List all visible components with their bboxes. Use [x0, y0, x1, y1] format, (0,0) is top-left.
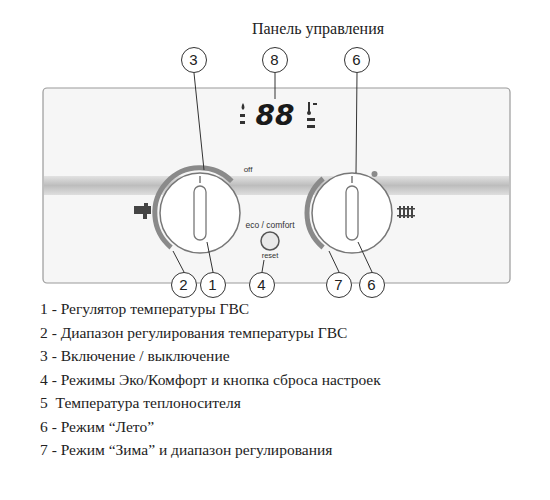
display-mark: [240, 121, 245, 124]
legend-line: 1 - Регулятор температуры ГВС: [40, 300, 249, 318]
callout-number: 7: [334, 276, 342, 293]
knob-grip: [194, 186, 206, 240]
radiator-icon: [397, 206, 415, 218]
callout-number: 3: [189, 51, 197, 68]
legend-line: 5 Температура теплоносителя: [40, 394, 241, 412]
callout-circle: 1: [200, 272, 226, 298]
callout-number: 2: [179, 276, 187, 293]
legend-line: 7 - Режим “Зима” и диапазон регулировани…: [40, 441, 332, 459]
callout-number: 6: [352, 51, 360, 68]
thermometer-symbol: [308, 102, 310, 112]
display-mark: [307, 118, 315, 121]
panel-label: eco / comfort: [245, 220, 294, 230]
display-mark: [307, 125, 315, 128]
knob-indicator: [199, 176, 201, 183]
tap-icon: [134, 203, 151, 219]
callout-number: 4: [257, 276, 265, 293]
control-panel: off eco / comfort reset 88: [43, 88, 510, 283]
callout-number: 1: [208, 276, 216, 293]
panel-label: off: [244, 165, 253, 174]
callout-number: 6: [367, 276, 375, 293]
dhw-knob: [160, 173, 240, 253]
panel-label: reset: [262, 251, 279, 260]
display-mark: [240, 114, 245, 117]
knob-indicator: [351, 176, 353, 183]
panel-band: [44, 176, 509, 195]
callout-number: 8: [270, 51, 278, 68]
callout-circle: 6: [359, 272, 385, 298]
callout-circle: 3: [181, 47, 207, 73]
connector-line: [275, 73, 276, 99]
legend-line: 3 - Включение / выключение: [40, 347, 230, 365]
reset-button: [261, 232, 279, 250]
callout-circle: 2: [171, 272, 197, 298]
legend-line: 4 - Режимы Эко/Комфорт и кнопка сброса н…: [40, 371, 381, 389]
display-mark: [313, 103, 317, 105]
legend-line: 2 - Диапазон регулирования температуры Г…: [40, 324, 347, 342]
diagram-title: Панель управления: [252, 20, 384, 38]
lcd-display: 88: [251, 99, 300, 133]
display-digits: 88: [256, 101, 295, 131]
legend-line: 6 - Режим “Лето”: [40, 418, 154, 436]
summer-mark: [372, 171, 378, 177]
callout-circle: 7: [326, 272, 352, 298]
callout-circle: 6: [344, 47, 370, 73]
callout-circle: 8: [262, 47, 288, 73]
knob-grip: [346, 186, 358, 240]
callout-circle: 4: [249, 272, 275, 298]
panel-housing: [43, 88, 510, 283]
leader-connector: [275, 73, 276, 99]
heating-knob: [312, 173, 392, 253]
thermometer-symbol: [307, 111, 311, 115]
drop-symbol: [242, 103, 245, 110]
leader-lines: [173, 73, 372, 272]
